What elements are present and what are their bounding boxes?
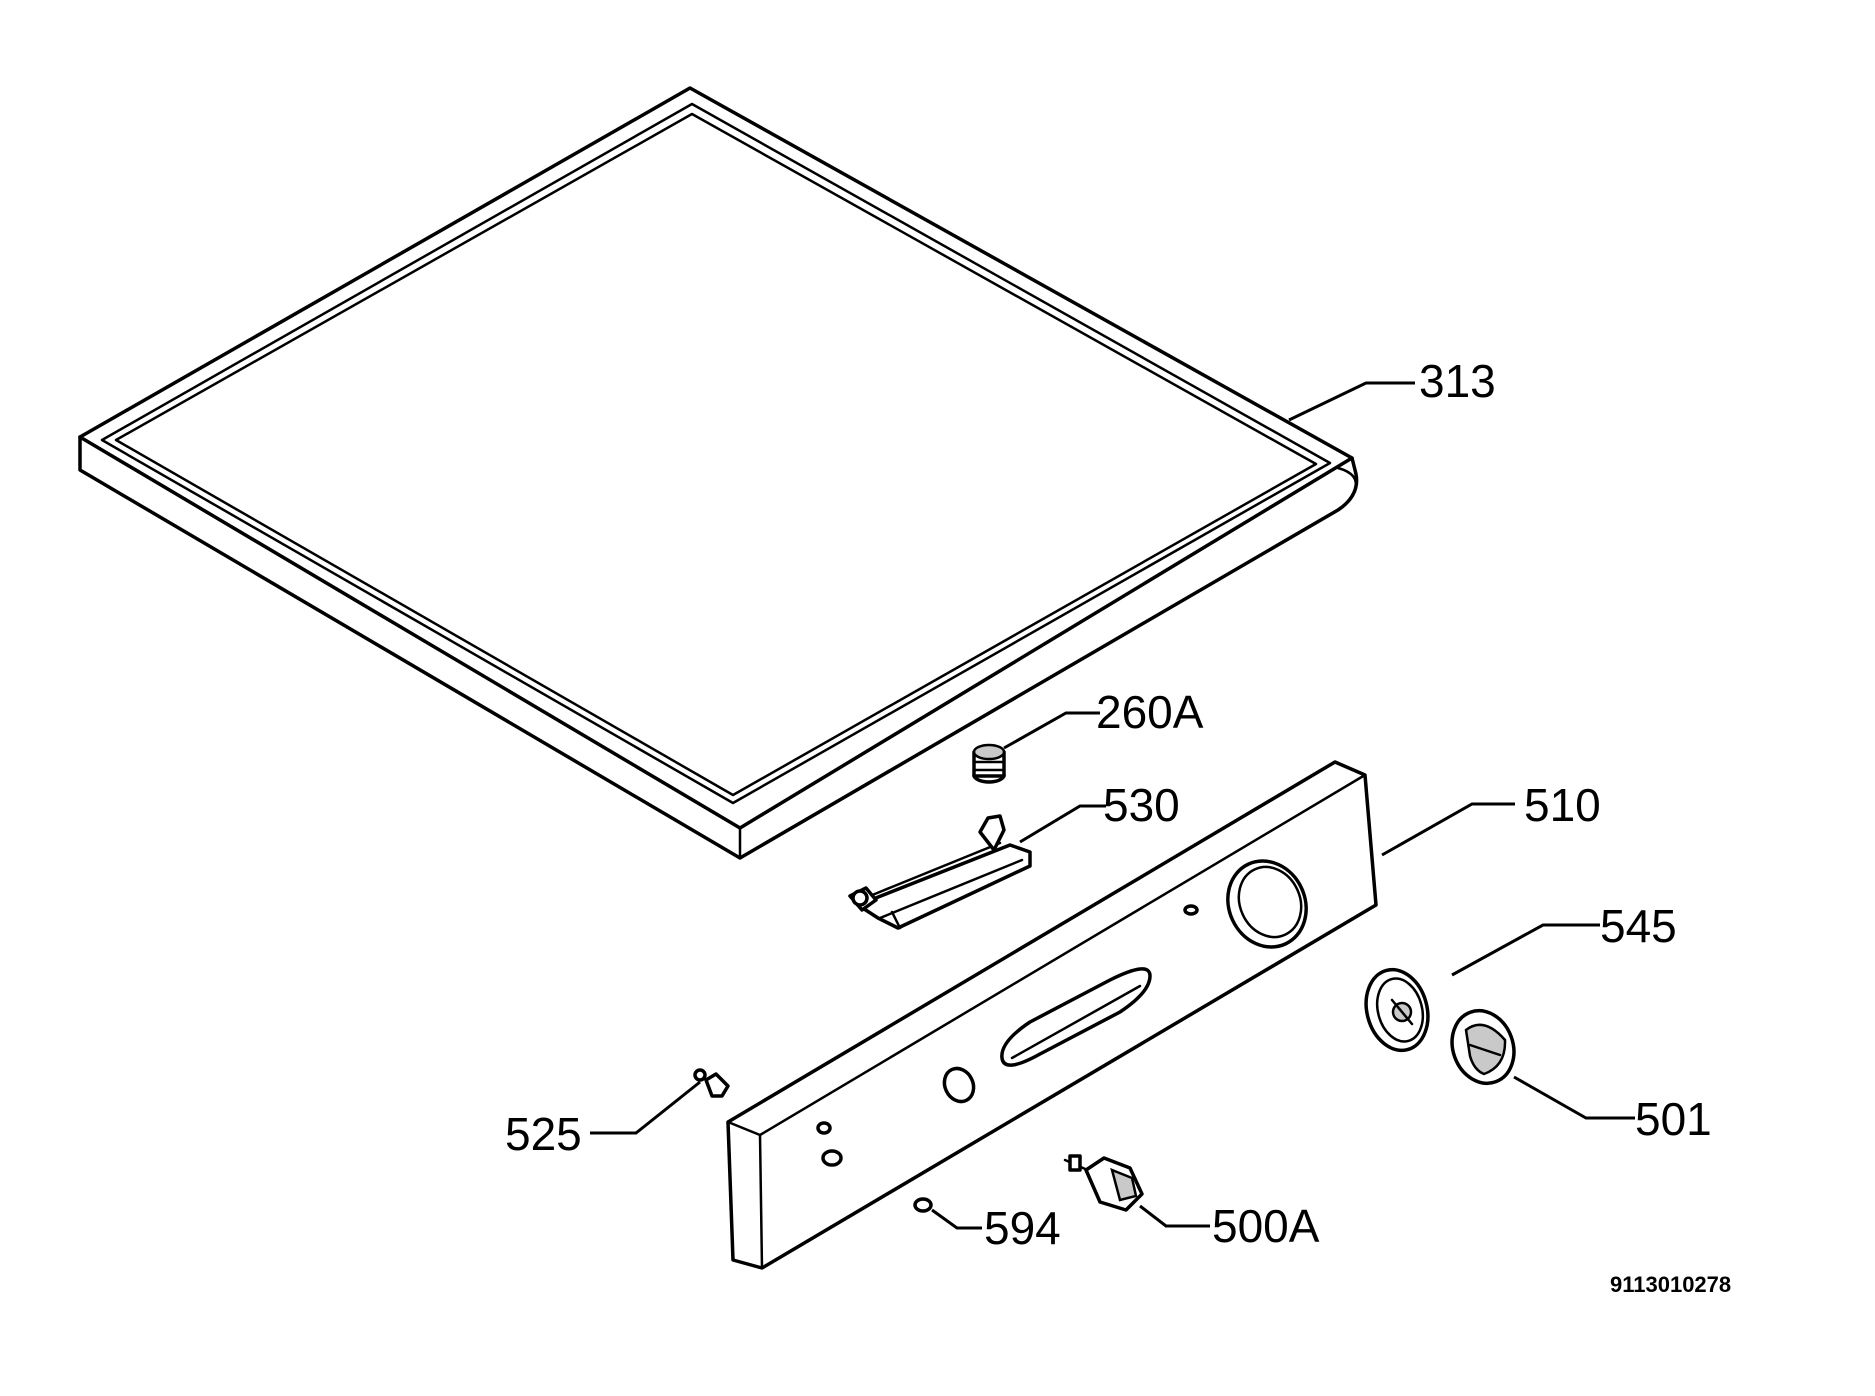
part-594-grommet [913, 1197, 933, 1213]
part-260a-bush [972, 743, 1006, 784]
leader-lines [590, 381, 1635, 1230]
part-525-pin [693, 1068, 730, 1098]
part-500a-switch [1063, 1154, 1144, 1212]
callout-525: 525 [505, 1108, 582, 1160]
part-313-top-lid [78, 86, 1359, 860]
part-510-control-panel [726, 760, 1378, 1270]
part-501-knob [1450, 1008, 1516, 1086]
callout-500a: 500A [1212, 1200, 1320, 1252]
callout-594: 594 [984, 1202, 1061, 1254]
callout-545: 545 [1600, 900, 1677, 952]
callout-260a: 260A [1096, 686, 1204, 738]
drawing-number: 9113010278 [1610, 1272, 1731, 1297]
callout-501: 501 [1635, 1093, 1712, 1145]
callout-313: 313 [1419, 355, 1496, 407]
part-545-knob-ring [1364, 967, 1430, 1053]
callout-510: 510 [1524, 779, 1601, 831]
part-530-hinge-bracket [848, 814, 1032, 930]
callout-530: 530 [1103, 779, 1180, 831]
